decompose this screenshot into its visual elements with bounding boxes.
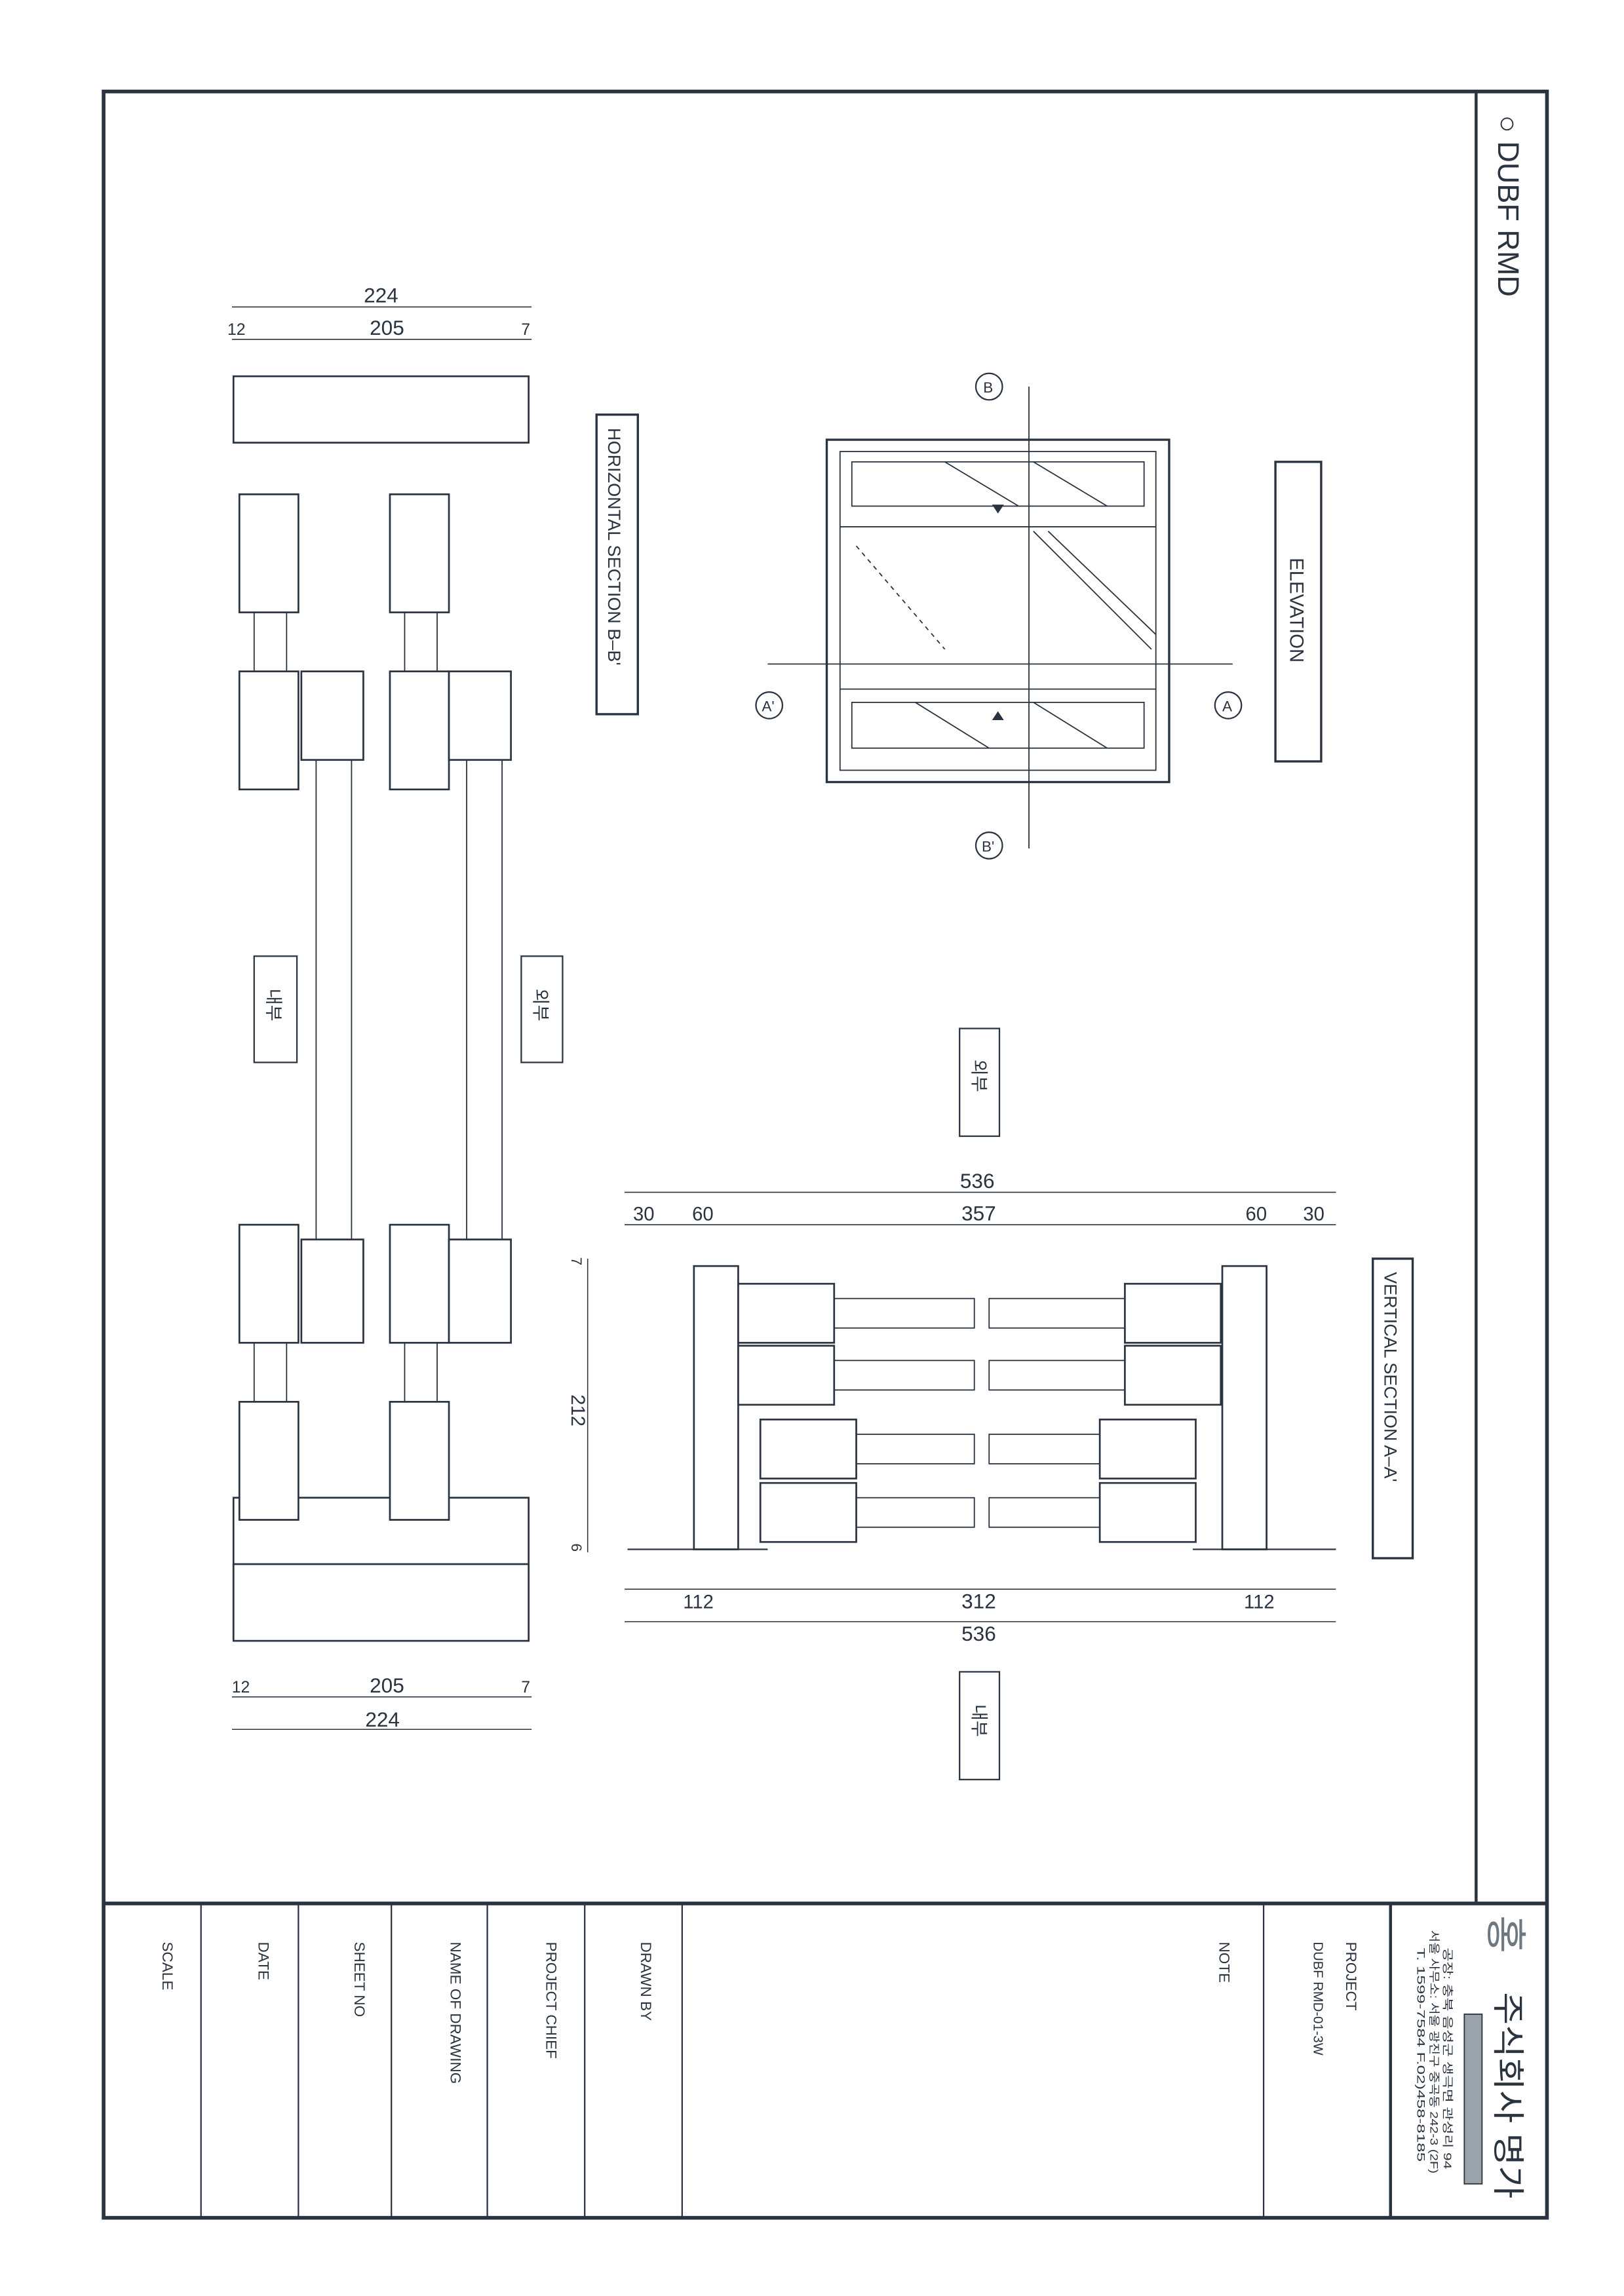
elevation-label: ELEVATION [1286,558,1307,662]
dim-bottom-inner: 205 [370,1674,404,1697]
dim-vs-bottom-right: 112 [1244,1592,1275,1613]
marker-a: A [1222,698,1232,714]
dim-bottom-right: 7 [521,1679,530,1696]
company-logo: 홍 [1482,1915,1528,1953]
dim-top-inner: 205 [370,316,404,339]
dim-vs-side-bottom: 6 [568,1544,585,1552]
dim-top-right: 7 [521,321,530,339]
dim-vs-mid: 357 [961,1201,996,1225]
horizontal-section-view: HORIZONTAL SECTION B–B' 224 205 12 7 205… [227,284,639,1731]
dim-top-left: 12 [227,321,246,339]
sheet-border [102,89,1549,2220]
dim-vs-bottom-left: 112 [683,1592,714,1613]
dim-vs-a: 30 [633,1204,655,1225]
horizontal-inside-label: 내부 [263,989,283,1022]
phone-fax: T. 1599-7584 F.02)458-8185 [1414,1948,1427,2162]
note-label: NOTE [1216,1942,1233,1983]
scale-label: SCALE [159,1942,176,1991]
project-label: PROJECT [1343,1942,1359,2011]
title-block: SCALE DATE SHEET NO NAME OF DRAWING PROJ… [159,1903,1528,2218]
drawn-by-label: DRAWN BY [638,1942,654,2021]
project-chief-label: PROJECT CHIEF [543,1942,560,2059]
svg-text:홍: 홍 [1482,1915,1528,1953]
vertical-inside-label: 내부 [969,1704,988,1737]
dim-bottom-left: 12 [232,1679,250,1696]
date-label: DATE [256,1942,272,1980]
dim-vs-bottom-mid: 312 [961,1590,996,1613]
sheet-title: ○ DUBF RMD [1492,115,1525,297]
marker-b-prime: B' [982,838,994,854]
sheet-no-label: SHEET NO [351,1942,368,2018]
company-name: 주식회사 명가 [1490,1992,1526,2198]
factory-address: 공장: 충북 음성군 생극면 관성리 94 [1441,1948,1454,2170]
company-bar [1463,2013,1483,2185]
name-of-drawing-label: NAME OF DRAWING [447,1942,463,2084]
elevation-label-box [1274,461,1323,763]
dim-vs-side-total: 212 [567,1394,588,1426]
dim-bottom-total: 224 [365,1708,400,1731]
vertical-outside-label: 외부 [969,1060,988,1092]
project-value: DUBF RMD-01-3W [1311,1942,1325,2056]
dim-top-total: 224 [364,284,398,307]
dim-vs-bottom-total: 536 [961,1622,996,1645]
dim-vs-b: 60 [692,1204,714,1225]
dim-vs-side-top: 7 [568,1257,585,1266]
vertical-section-label: VERTICAL SECTION A–A' [1381,1272,1401,1482]
dim-vs-c: 60 [1246,1204,1267,1225]
marker-a-prime: A' [762,698,774,714]
office-address: 서울 사무소: 서울 광진구 중곡동 242-3 (2F) [1428,1930,1440,2174]
elevation-view: ELEVATION B B' A' A [755,372,1323,860]
marker-b: B [983,379,993,396]
vertical-section-view: VERTICAL SECTION A–A' 536 30 60 357 60 3… [567,1027,1414,1780]
dim-vs-d: 30 [1303,1204,1324,1225]
horizontal-outside-label: 외부 [531,989,551,1022]
dim-vs-top-total: 536 [960,1169,995,1193]
horizontal-section-label: HORIZONTAL SECTION B–B' [604,428,624,665]
